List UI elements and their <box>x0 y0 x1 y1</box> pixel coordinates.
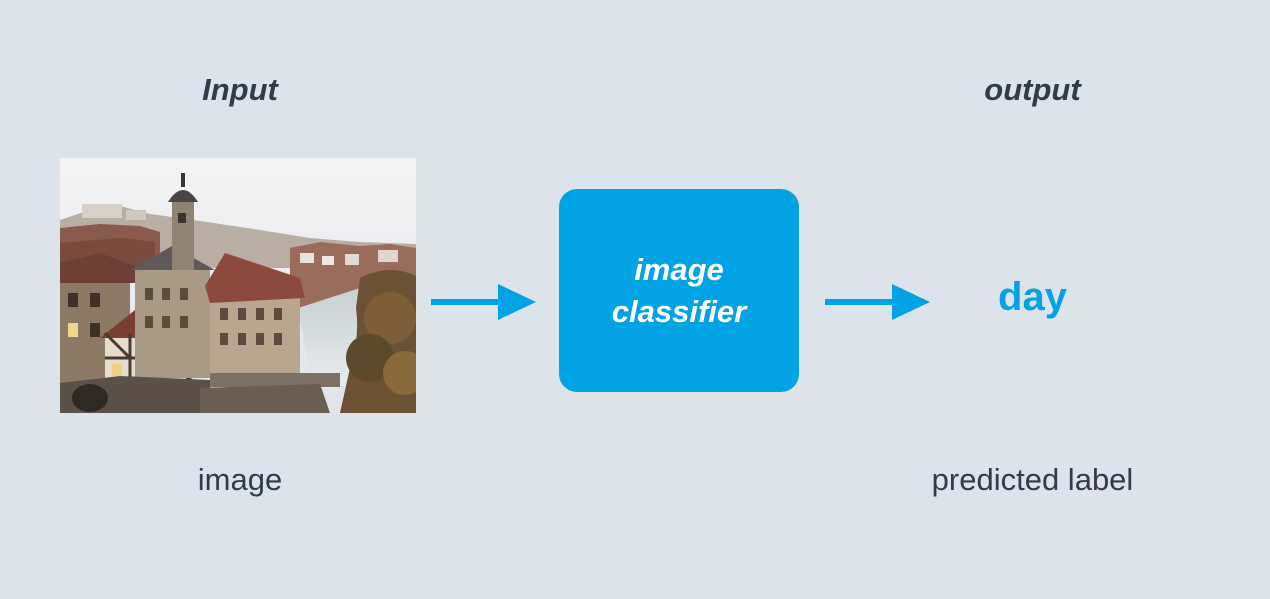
predicted-label-caption: predicted label <box>931 462 1134 497</box>
input-photo <box>60 158 416 413</box>
arrow-right-icon <box>825 284 930 320</box>
output-heading: output <box>984 72 1081 107</box>
image-classifier-box: image classifier <box>559 189 799 392</box>
classifier-label-line1: image <box>634 251 724 287</box>
input-heading: Input <box>202 72 278 107</box>
image-caption: image <box>197 462 283 497</box>
classifier-label-line2: classifier <box>611 293 747 329</box>
predicted-label-value: day <box>998 275 1067 319</box>
arrow-right-icon <box>431 284 536 320</box>
